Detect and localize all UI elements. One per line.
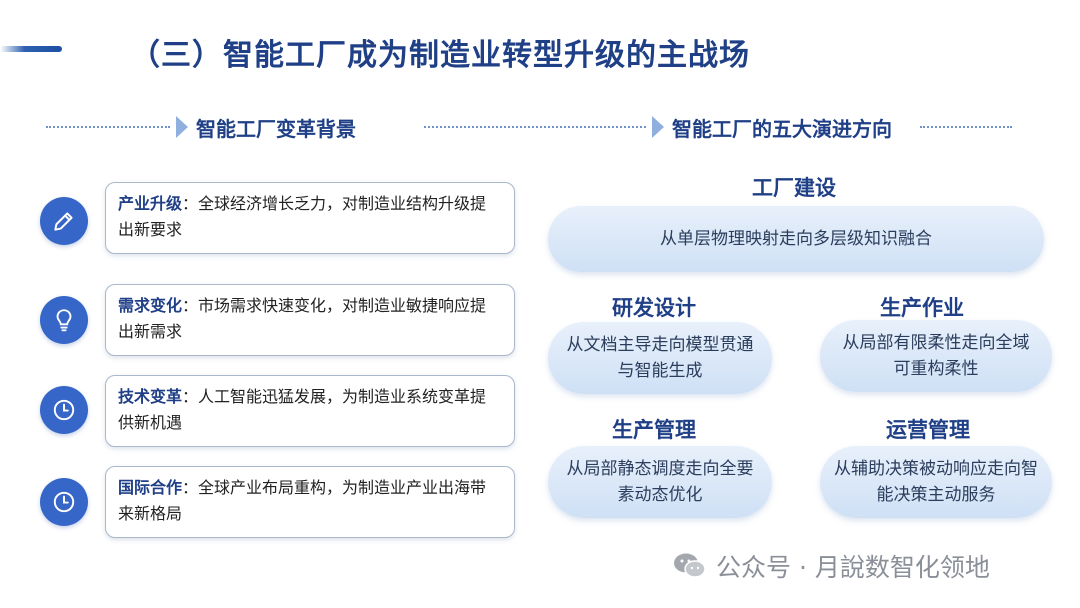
direction-title-factory-construction: 工厂建设 xyxy=(752,176,836,200)
card-keyword: 国际合作 xyxy=(118,478,183,497)
direction-title-production-operation: 生产作业 xyxy=(880,296,964,320)
direction-desc-rd-design: 从文档主导走向模型贯通与智能生成 xyxy=(548,322,772,394)
background-card-demand-change: 需求变化：市场需求快速变化，对制造业敏捷响应提出新需求 xyxy=(105,284,515,356)
page-title: （三）智能工厂成为制造业转型升级的主战场 xyxy=(130,38,750,73)
card-text: 市场需求快速变化，对制造业敏捷响应提出新需求 xyxy=(118,296,487,341)
card-text: 人工智能迅猛发展，为制造业系统变革提供新机遇 xyxy=(118,387,487,432)
lightbulb-icon xyxy=(40,296,88,344)
direction-desc-factory-construction: 从单层物理映射走向多层级知识融合 xyxy=(548,206,1044,272)
card-separator: ： xyxy=(182,478,199,497)
dotted-line xyxy=(46,126,170,128)
chevron-right-icon xyxy=(176,116,188,138)
watermark: 公众号 · 月說数智化领地 xyxy=(672,548,990,584)
direction-title-rd-design: 研发设计 xyxy=(612,296,696,320)
card-separator: ： xyxy=(182,296,199,315)
watermark-text: 公众号 · 月說数智化领地 xyxy=(716,553,990,582)
background-card-industry-upgrade: 产业升级：全球经济增长乏力，对制造业结构升级提出新要求 xyxy=(105,182,515,254)
chevron-right-icon xyxy=(652,116,664,138)
direction-desc-operation-management: 从辅助决策被动响应走向智能决策主动服务 xyxy=(820,446,1052,518)
card-keyword: 产业升级 xyxy=(118,194,183,213)
pencil-icon xyxy=(40,197,88,245)
title-accent-bar xyxy=(0,46,62,52)
dotted-line xyxy=(920,126,1012,128)
dotted-line xyxy=(424,126,646,128)
direction-desc-production-operation: 从局部有限柔性走向全域可重构柔性 xyxy=(820,320,1052,392)
left-section-header: 智能工厂变革背景 xyxy=(46,112,356,142)
card-keyword: 技术变革 xyxy=(118,387,183,406)
right-section-header: 智能工厂的五大演进方向 xyxy=(424,112,1012,142)
background-card-tech-change: 技术变革：人工智能迅猛发展，为制造业系统变革提供新机遇 xyxy=(105,375,515,447)
card-keyword: 需求变化 xyxy=(118,296,183,315)
card-text: 全球经济增长乏力，对制造业结构升级提出新要求 xyxy=(118,194,487,239)
card-text: 全球产业布局重构，为制造业产业出海带来新格局 xyxy=(118,478,487,523)
direction-title-production-management: 生产管理 xyxy=(612,418,696,442)
left-section-heading: 智能工厂变革背景 xyxy=(196,116,356,141)
clock-icon xyxy=(40,478,88,526)
background-card-international-cooperation: 国际合作：全球产业布局重构，为制造业产业出海带来新格局 xyxy=(105,466,515,538)
card-separator: ： xyxy=(182,387,199,406)
direction-desc-production-management: 从局部静态调度走向全要素动态优化 xyxy=(548,446,772,518)
card-separator: ： xyxy=(182,194,199,213)
wechat-icon xyxy=(672,551,708,581)
right-section-heading: 智能工厂的五大演进方向 xyxy=(672,116,892,141)
clock-icon xyxy=(40,386,88,434)
direction-title-operation-management: 运营管理 xyxy=(886,418,970,442)
